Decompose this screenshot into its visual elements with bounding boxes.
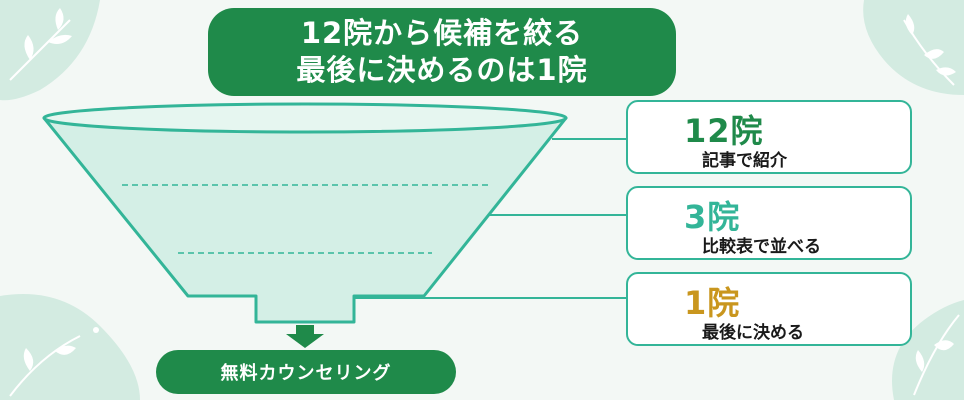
title-line-1: 12院から候補を絞る bbox=[300, 16, 584, 50]
title-banner: 12院から候補を絞る 最後に決めるのは1院 bbox=[208, 8, 676, 96]
leaf-decoration-bottom-left bbox=[0, 294, 140, 400]
stage-card-3: 3院 比較表で並べる bbox=[626, 186, 912, 260]
stage-count-12: 12院 bbox=[684, 112, 764, 150]
stage-desc-3: 比較表で並べる bbox=[702, 237, 821, 257]
stage-count-3: 3院 bbox=[684, 198, 741, 236]
stage-card-1: 1院 最後に決める bbox=[626, 272, 912, 346]
title-line-2: 最後に決めるのは1院 bbox=[296, 53, 588, 87]
funnel-rim bbox=[42, 102, 568, 134]
leaf-decoration-bottom-right bbox=[892, 300, 964, 400]
down-arrow-icon bbox=[286, 325, 324, 348]
stage-desc-1: 最後に決める bbox=[702, 323, 804, 343]
leaf-decoration-top-right bbox=[863, 0, 964, 95]
stage-count-1: 1院 bbox=[684, 284, 741, 322]
stage-desc-12: 記事で紹介 bbox=[702, 151, 787, 171]
stage-card-12: 12院 記事で紹介 bbox=[626, 100, 912, 174]
funnel-body bbox=[42, 116, 568, 324]
free-counseling-button[interactable]: 無料カウンセリング bbox=[156, 350, 456, 394]
leaf-decoration-top-left bbox=[0, 0, 100, 101]
